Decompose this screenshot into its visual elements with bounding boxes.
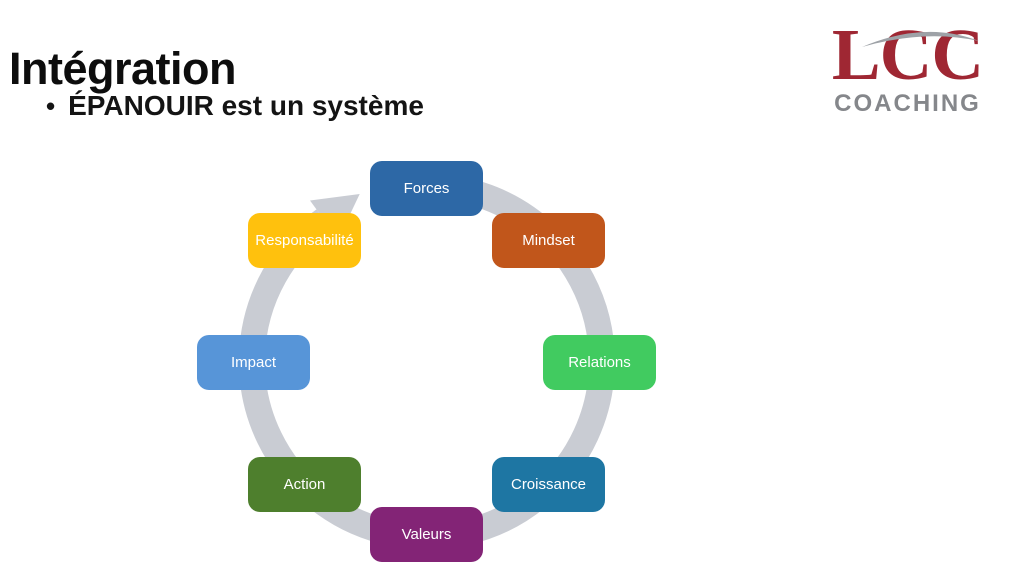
cycle-node-label: Forces	[403, 180, 450, 197]
slide-title: Intégration	[9, 43, 237, 95]
cycle-node-label: Valeurs	[401, 526, 452, 543]
cycle-node-label: Croissance	[510, 476, 587, 493]
cycle-node-label: Mindset	[522, 232, 575, 249]
bullet-item: • ÉPANOUIR est un système	[46, 90, 424, 122]
cycle-node-label: Responsabilité	[255, 232, 354, 249]
logo-subtitle: COACHING	[834, 90, 981, 117]
cycle-node-mindset: Mindset	[492, 213, 605, 268]
logo-wordmark: LCC	[831, 14, 984, 95]
cycle-node-relations: Relations	[543, 335, 656, 390]
cycle-node-label: Impact	[230, 354, 276, 371]
cycle-node-label: Action	[283, 476, 326, 493]
bullet-marker: •	[46, 91, 56, 121]
cycle-node-valeurs: Valeurs	[370, 507, 483, 562]
cycle-node-impact: Impact	[197, 335, 310, 390]
cycle-node-responsabilite: Responsabilité	[248, 213, 361, 268]
cycle-node-forces: Forces	[370, 161, 483, 216]
company-logo: LCC COACHING	[820, 14, 995, 117]
bullet-text: ÉPANOUIR est un système	[68, 90, 424, 121]
cycle-node-label: Relations	[568, 354, 631, 371]
cycle-node-action: Action	[248, 457, 361, 512]
cycle-node-croissance: Croissance	[492, 457, 605, 512]
